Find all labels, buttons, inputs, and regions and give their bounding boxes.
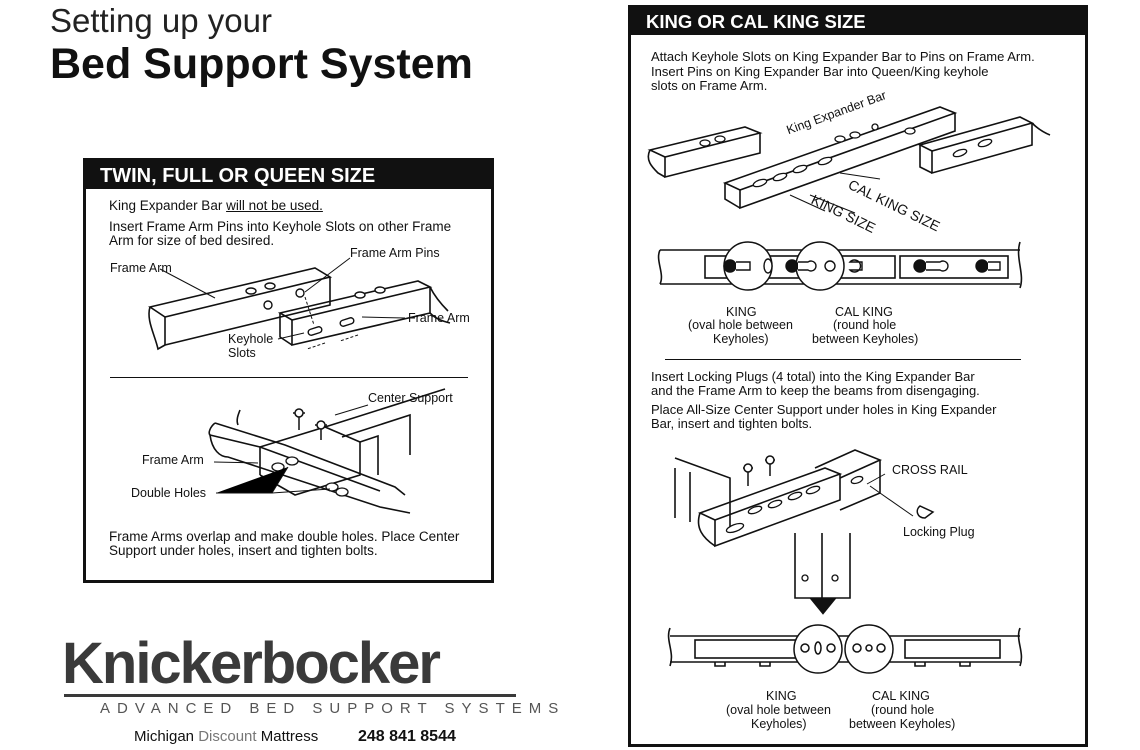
frame-arm-join-diagram	[148, 257, 451, 351]
label-frame-arm-right: Frame Arm	[408, 311, 470, 325]
twin-instruction-1: Insert Frame Arm Pins into Keyhole Slots…	[109, 219, 452, 234]
king-step2-line1: Insert Locking Plugs (4 total) into the …	[651, 369, 975, 384]
label-keyhole: Keyhole	[228, 332, 274, 346]
label-king-1: KING	[726, 305, 757, 319]
king-step3-line1: Place All-Size Center Support under hole…	[651, 402, 997, 417]
king-step3-line2: Bar, insert and tighten bolts.	[651, 416, 813, 431]
label-king-1-desc-2: Keyholes)	[713, 332, 769, 346]
king-expander-bar-diagram	[647, 106, 1051, 214]
label-center-support: Center Support	[368, 391, 453, 405]
label-frame-arm-lower: Frame Arm	[142, 453, 204, 467]
label-frame-arm-left: Frame Arm	[110, 261, 172, 275]
brand-logo-underline	[64, 694, 516, 697]
king-step1-line2: Insert Pins on King Expander Bar into Qu…	[651, 64, 989, 79]
label-cross-rail: CROSS RAIL	[892, 463, 968, 477]
label-cal-king-2: CAL KING	[872, 689, 930, 703]
twin-footer-1: Frame Arms overlap and make double holes…	[109, 529, 460, 544]
twin-note-prefix: King Expander Bar	[109, 198, 227, 213]
label-frame-arm-pins: Frame Arm Pins	[350, 246, 440, 260]
label-cal-king-2-desc-2: between Keyholes)	[849, 717, 956, 731]
king-step1-line1: Attach Keyhole Slots on King Expander Ba…	[651, 49, 1035, 64]
title-line-2: Bed Support System	[50, 40, 473, 88]
king-step1-line3: slots on Frame Arm.	[651, 78, 768, 93]
king-panel-heading: KING OR CAL KING SIZE	[631, 8, 1085, 35]
store-name-part-2: Discount	[198, 728, 257, 745]
label-king-2: KING	[766, 689, 797, 703]
center-support-diagram	[208, 388, 446, 514]
label-king-2-desc-1: (oval hole between	[726, 703, 831, 717]
twin-divider	[110, 377, 468, 378]
title-line-1: Setting up your	[50, 2, 272, 39]
brand-tagline: ADVANCED BED SUPPORT SYSTEMS	[100, 700, 566, 717]
center-support-rail-diagram	[667, 624, 1023, 674]
twin-footer-2: Support under holes, insert and tighten …	[109, 543, 378, 558]
label-cal-king-1: CAL KING	[835, 305, 893, 319]
keyhole-rail-diagram	[657, 241, 1023, 291]
twin-panel-heading: TWIN, FULL OR QUEEN SIZE	[86, 161, 491, 189]
twin-instruction-2: Arm for size of bed desired.	[109, 233, 275, 248]
store-name: Michigan Discount Mattress	[134, 728, 318, 746]
twin-full-queen-panel: TWIN, FULL OR QUEEN SIZE	[83, 158, 494, 583]
twin-note-underlined: will not be used.	[226, 198, 323, 213]
twin-note: King Expander Bar will not be used.	[109, 198, 323, 214]
label-cal-king-1-desc-2: between Keyholes)	[812, 332, 919, 346]
label-cal-king-1-desc-1: (round hole	[833, 318, 897, 332]
label-locking-plug: Locking Plug	[903, 525, 975, 539]
label-slots: Slots	[228, 346, 256, 360]
store-name-part-3: Mattress	[256, 728, 319, 745]
label-king-1-desc-1: (oval hole between	[688, 318, 793, 332]
king-divider	[665, 359, 1021, 360]
label-king-2-desc-2: Keyholes)	[751, 717, 807, 731]
store-name-part-1: Michigan	[134, 728, 199, 745]
store-phone: 248 841 8544	[358, 728, 456, 745]
label-cal-king-2-desc-1: (round hole	[871, 703, 935, 717]
locking-plug-diagram	[674, 449, 935, 615]
brand-logo: Knickerbocker	[62, 631, 441, 696]
label-double-holes: Double Holes	[131, 486, 207, 500]
king-step2-line2: and the Frame Arm to keep the beams from…	[651, 383, 980, 398]
